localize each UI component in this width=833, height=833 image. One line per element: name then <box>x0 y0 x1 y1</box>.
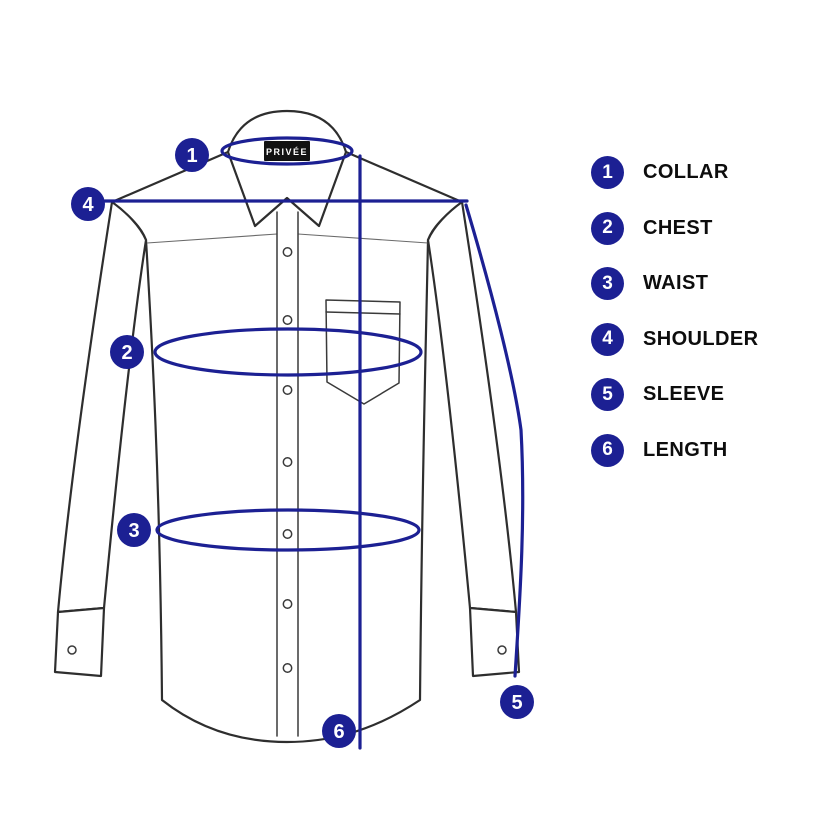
legend-label: SHOULDER <box>643 327 759 350</box>
shirt-body <box>110 150 464 744</box>
shirt-button <box>282 663 293 673</box>
waist-ellipse <box>155 508 421 552</box>
shirt-button <box>282 385 293 395</box>
marker-chest: 2 <box>110 335 144 369</box>
marker-collar: 1 <box>175 138 209 172</box>
placket-buttons <box>282 247 293 673</box>
marker-badge-number: 4 <box>82 194 94 216</box>
legend-badge: 6 <box>591 433 624 467</box>
legend-item-collar: 1 COLLAR <box>591 145 758 201</box>
marker-badge-circle <box>71 187 105 221</box>
right-cuff <box>468 606 521 678</box>
brand-label: PRIVÉE <box>266 147 308 157</box>
marker-badge-circle <box>500 685 534 719</box>
chest-ellipse <box>153 327 423 377</box>
right-cuff-button <box>497 645 507 655</box>
legend-label: LENGTH <box>643 438 728 461</box>
collar-ellipse <box>220 136 354 166</box>
chest-seam-left <box>146 233 278 244</box>
marker-badge-number: 2 <box>121 342 132 364</box>
sleeve-line <box>464 203 525 678</box>
marker-badge-circle <box>110 335 144 369</box>
shirt-button <box>282 315 293 325</box>
left-cuff <box>53 606 106 678</box>
marker-sleeve: 5 <box>500 685 534 719</box>
marker-badge-circle <box>117 513 151 547</box>
legend-badge: 1 <box>591 156 624 190</box>
marker-badge-number: 6 <box>333 721 344 743</box>
legend-badge: 4 <box>591 322 624 356</box>
brand-tag <box>264 141 310 161</box>
left-sleeve <box>56 200 148 614</box>
legend-badge: 2 <box>591 211 624 245</box>
legend-item-sleeve: 5 SLEEVE <box>591 367 758 423</box>
marker-waist: 3 <box>117 513 151 547</box>
marker-badge-circle <box>322 714 356 748</box>
legend-label: CHEST <box>643 216 713 239</box>
chest-seam-right <box>297 233 429 244</box>
legend-badge: 5 <box>591 378 624 412</box>
legend-label: SLEEVE <box>643 383 725 406</box>
chest-pocket-hem <box>325 311 401 315</box>
marker-badge-number: 1 <box>186 145 197 167</box>
legend-item-waist: 3 WAIST <box>591 256 758 312</box>
legend-label: COLLAR <box>643 161 729 184</box>
left-cuff-button <box>67 645 77 655</box>
legend-badge: 3 <box>591 267 624 301</box>
shirt-button <box>282 457 293 467</box>
shirt-button <box>282 599 293 609</box>
marker-badge-circle <box>175 138 209 172</box>
right-sleeve <box>426 200 518 614</box>
chest-pocket <box>325 299 401 405</box>
legend-item-shoulder: 4 SHOULDER <box>591 312 758 368</box>
marker-badge-number: 3 <box>128 520 139 542</box>
legend-label: WAIST <box>643 272 709 295</box>
legend-item-chest: 2 CHEST <box>591 201 758 257</box>
legend-item-length: 6 LENGTH <box>591 423 758 479</box>
shirt-button <box>282 247 293 257</box>
shirt-button <box>282 529 293 539</box>
marker-badge-number: 5 <box>511 692 522 714</box>
marker-length: 6 <box>322 714 356 748</box>
marker-shoulder: 4 <box>71 187 105 221</box>
measurement-legend: 1 COLLAR 2 CHEST 3 WAIST 4 SHOULDER 5 SL… <box>591 145 758 478</box>
